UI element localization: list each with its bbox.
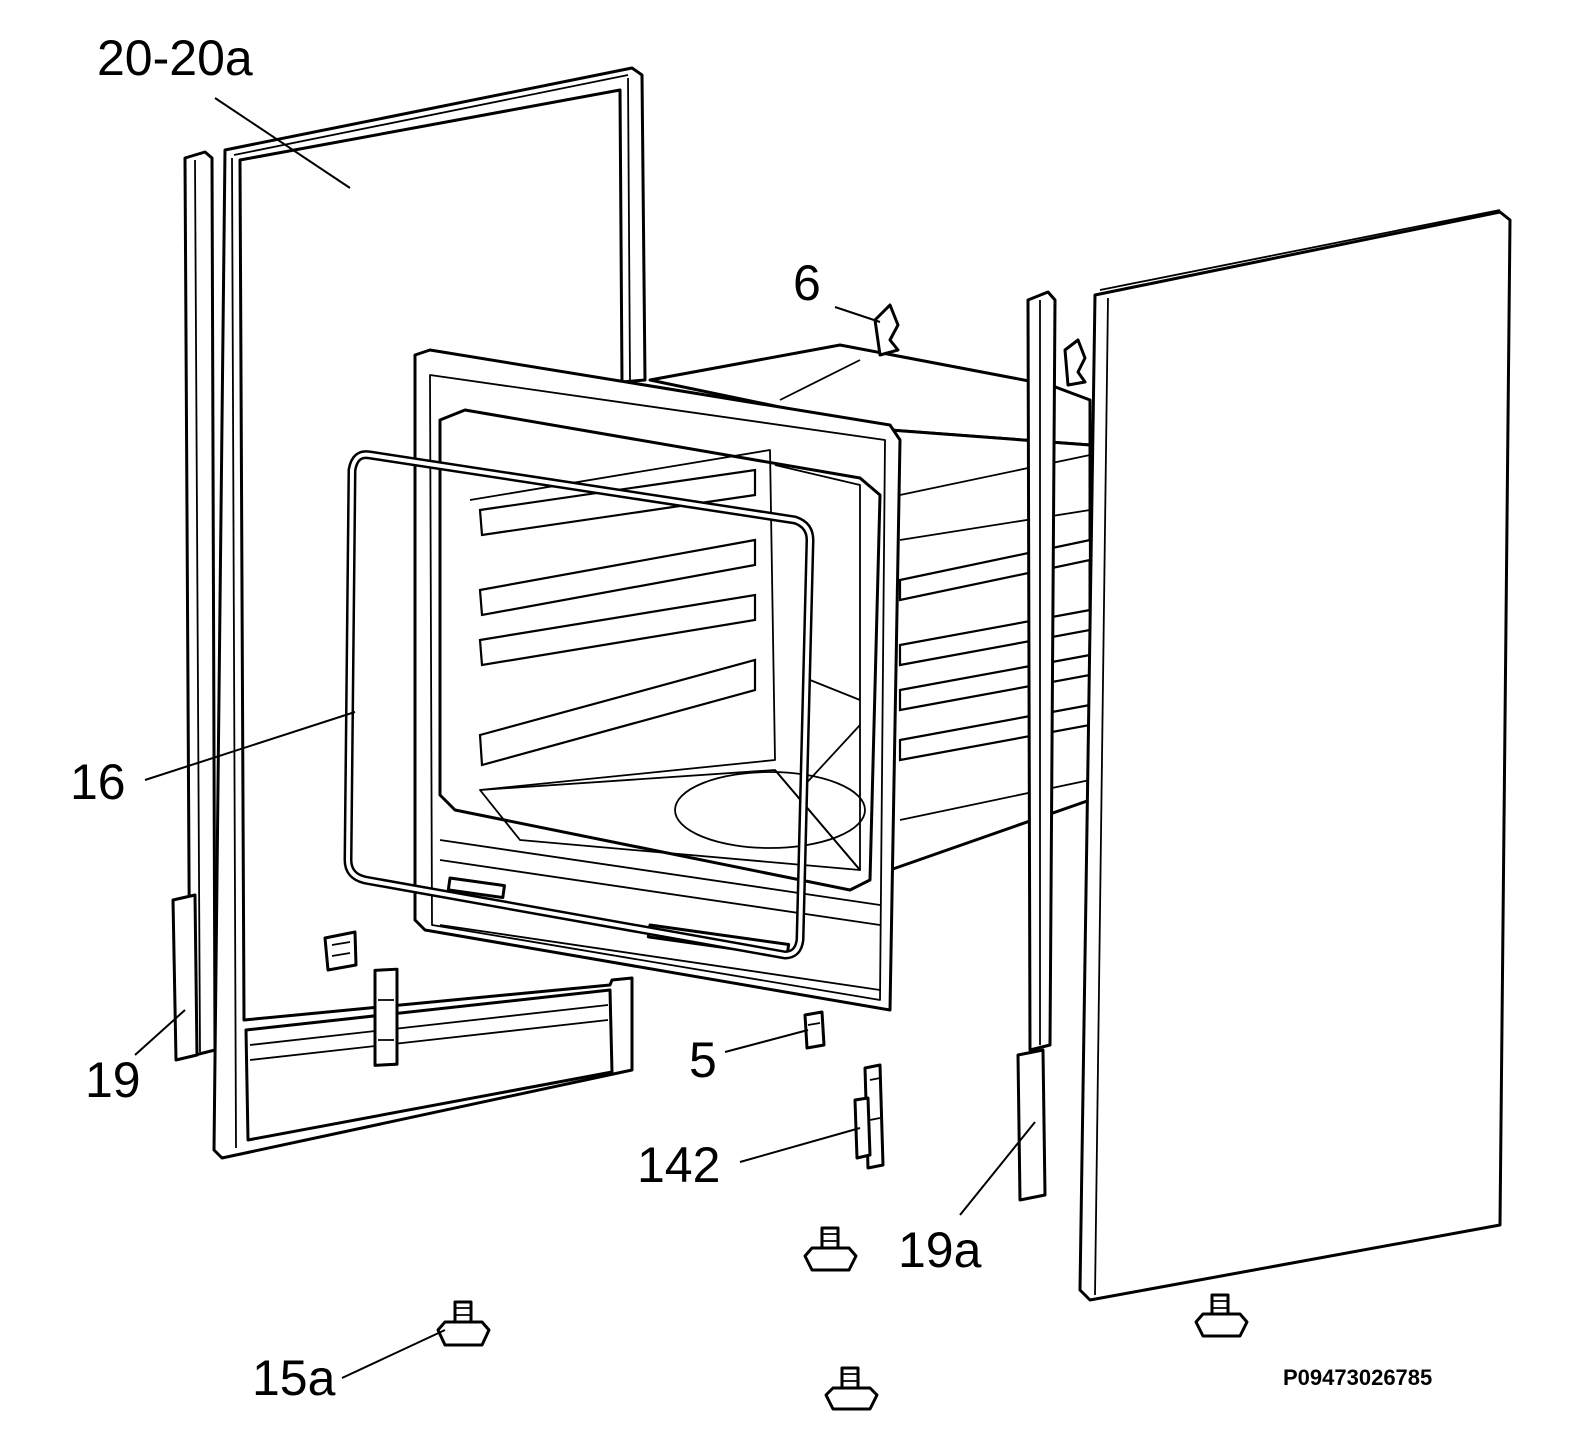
part-side-strip-19a [1016,290,1057,1202]
callout-15a: 15a [252,1350,336,1406]
reference-code: P09473026785 [1283,1365,1433,1390]
part-foot-15a [436,1226,1249,1411]
part-door-frame-20-20a [212,66,647,1160]
callout-19: 19 [85,1052,141,1108]
leader-19a [959,1121,1036,1216]
part-clip-6 [873,303,1087,387]
callout-5: 5 [689,1032,717,1088]
part-side-strip-19 [171,150,217,1062]
callout-19a: 19a [898,1222,982,1278]
callout-142: 142 [637,1137,721,1193]
part-hinge-142 [853,1063,885,1170]
leader-5 [724,1029,809,1053]
leader-20-20a [214,97,351,189]
callout-20-20a: 20-20a [97,30,253,86]
callout-16: 16 [70,754,126,810]
part-bracket-5 [803,1010,826,1050]
leader-6 [834,306,881,323]
leader-19 [134,1009,186,1056]
part-door-seal-16 [343,450,815,960]
leader-15a [341,1329,446,1379]
leader-142 [739,1127,861,1163]
leader-16 [144,711,356,781]
leader-lines [134,97,1036,1379]
part-oven-cavity [413,343,1092,1012]
callout-6: 6 [793,255,821,311]
part-side-panel [1078,209,1512,1302]
